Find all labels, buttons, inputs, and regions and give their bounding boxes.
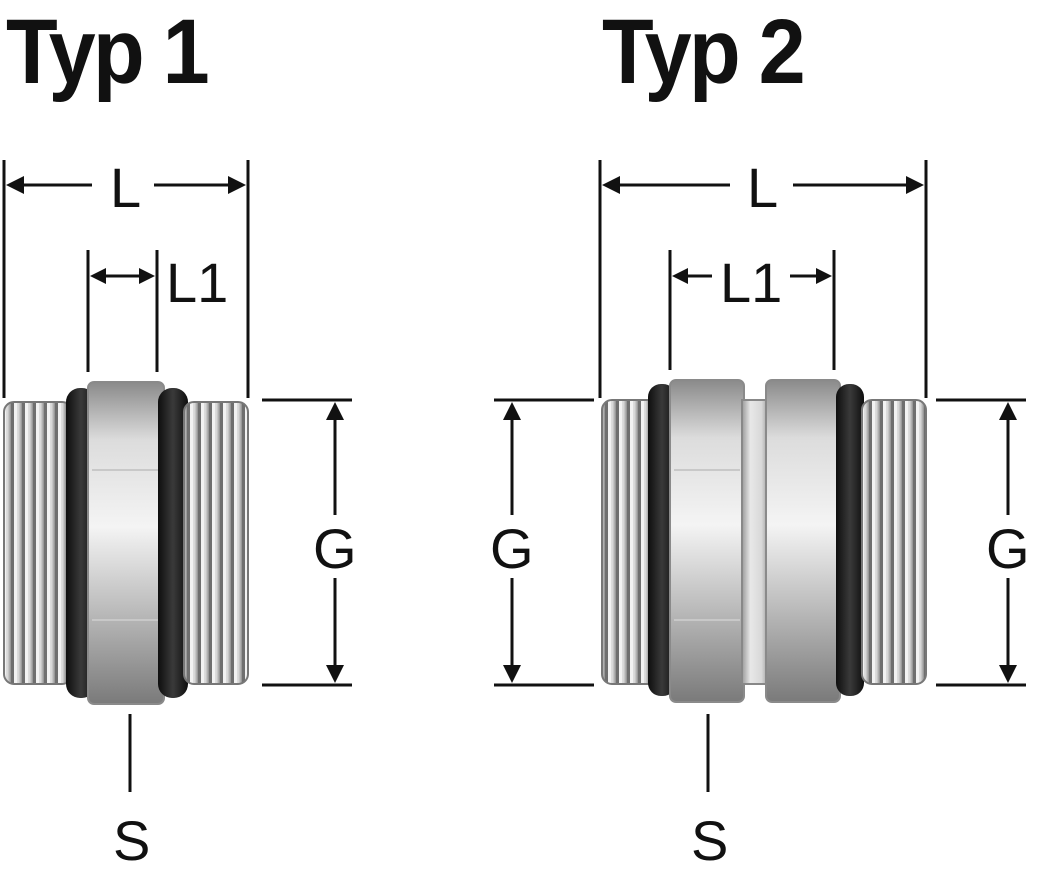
label-l-type-1: L xyxy=(110,156,141,219)
arrowheads-type-1 xyxy=(6,176,344,683)
dimensions-type-2 xyxy=(494,160,1026,792)
o-ring-right xyxy=(158,388,188,698)
fitting-type-1 xyxy=(3,381,249,705)
label-l1-type-1: L1 xyxy=(166,251,228,314)
label-l-type-2: L xyxy=(747,156,778,219)
title-type-2: Typ 2 xyxy=(602,1,806,103)
label-g-left-type-2: G xyxy=(490,517,534,580)
label-l1-type-2: L1 xyxy=(720,251,782,314)
arrowheads-type-2 xyxy=(503,176,1017,683)
label-s-type-2: S xyxy=(691,809,728,872)
label-g-type-1: G xyxy=(313,517,357,580)
o-ring-right xyxy=(836,384,864,696)
hex-nut xyxy=(87,381,165,705)
union-nut xyxy=(765,379,841,703)
title-type-1: Typ 1 xyxy=(6,1,210,103)
thread-right xyxy=(861,399,927,685)
fitting-type-2 xyxy=(601,379,927,703)
hex-nut xyxy=(669,379,745,703)
thread-right xyxy=(183,401,249,685)
label-g-right-type-2: G xyxy=(986,517,1030,580)
thread-left xyxy=(3,401,73,685)
label-s-type-1: S xyxy=(113,809,150,872)
